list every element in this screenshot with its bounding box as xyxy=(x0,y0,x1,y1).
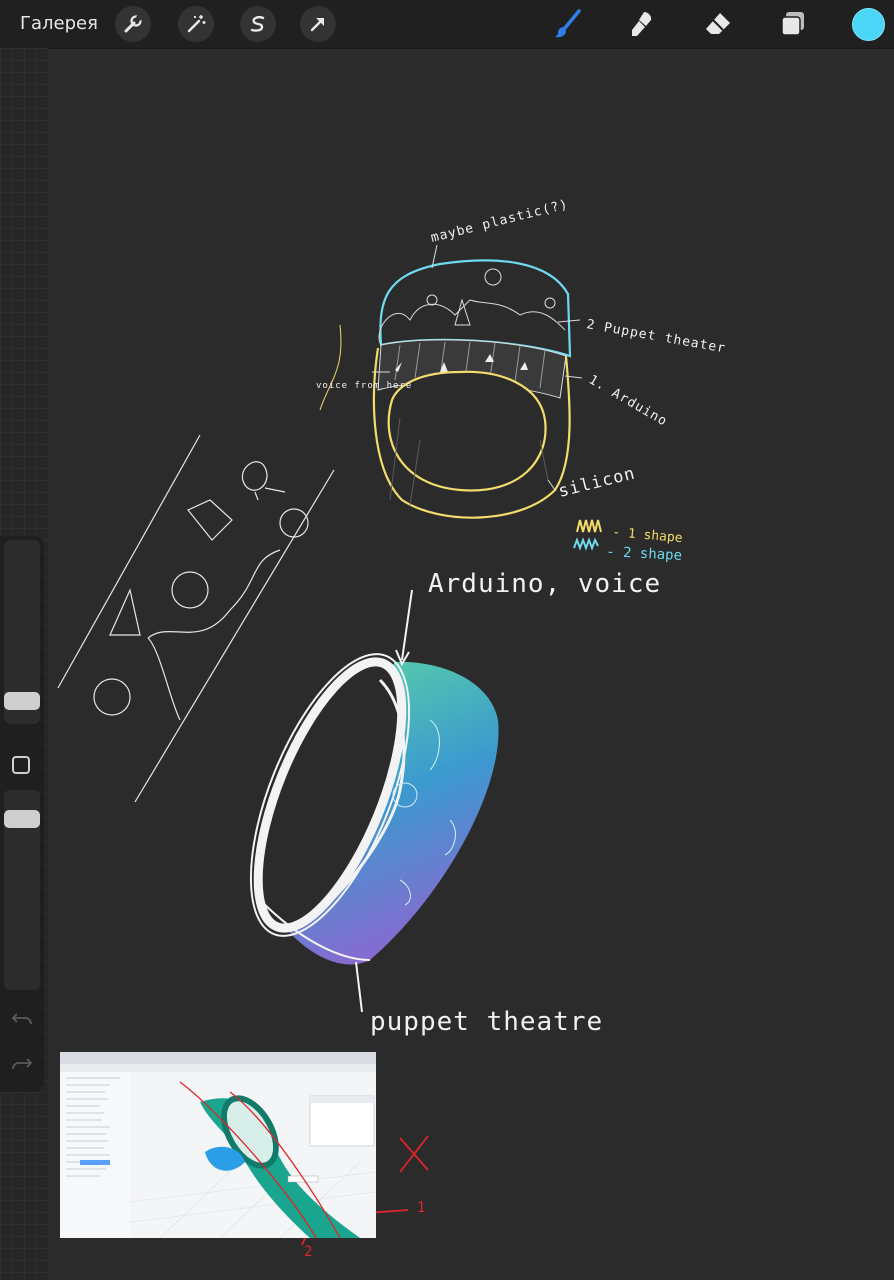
ring-band-unrolled-sketch xyxy=(57,434,335,803)
eraser-tool-button[interactable] xyxy=(701,8,735,40)
transform-arrow-icon xyxy=(310,18,324,32)
pasted-cad-screenshot xyxy=(60,1052,376,1238)
wrench-icon xyxy=(124,14,143,33)
brush-size-knob[interactable] xyxy=(4,692,40,710)
actions-button[interactable] xyxy=(115,6,151,42)
top-toolbar: Галерея xyxy=(0,0,894,49)
gallery-button[interactable]: Галерея xyxy=(20,13,98,34)
label-maybe-plastic: maybe plastic(?) xyxy=(429,197,570,246)
ref-mark-1: 1 xyxy=(417,1200,425,1216)
label-arduino-1: 1. Arduino xyxy=(586,372,670,429)
label-puppet-theater: 2 Puppet theater xyxy=(585,317,727,356)
magic-wand-icon xyxy=(187,15,206,33)
label-silicon: silicon xyxy=(556,463,637,501)
layers-icon xyxy=(781,12,804,36)
transform-button[interactable] xyxy=(300,6,336,42)
ref-mark-2: 2 xyxy=(304,1244,312,1260)
ring-render-sketch xyxy=(249,589,499,1013)
smudge-tool-button[interactable] xyxy=(625,8,659,40)
shape-legend xyxy=(573,519,602,551)
opacity-knob[interactable] xyxy=(4,810,40,828)
cad-reference-image xyxy=(60,1052,376,1238)
label-voice-from-here: voice from here xyxy=(316,381,412,391)
label-puppet-theatre: puppet theatre xyxy=(370,1007,603,1037)
selection-button[interactable] xyxy=(240,6,276,42)
selection-icon xyxy=(250,16,265,32)
color-picker-button[interactable] xyxy=(852,8,885,41)
smudge-icon xyxy=(632,12,652,36)
drawing-canvas[interactable]: maybe plastic(?) 2 Puppet theater voice … xyxy=(48,48,894,1280)
adjustments-button[interactable] xyxy=(178,6,214,42)
undo-icon[interactable] xyxy=(11,1010,33,1030)
label-arduino-voice: Arduino, voice xyxy=(428,569,661,599)
legend-shape-1: - 1 shape xyxy=(612,525,684,546)
eraser-icon xyxy=(706,13,730,34)
legend-shape-2: - 2 shape xyxy=(606,544,683,564)
ring-sketch-top xyxy=(319,244,583,519)
redo-icon[interactable] xyxy=(11,1055,33,1075)
brush-icon xyxy=(555,9,581,38)
brush-tool-button[interactable] xyxy=(551,8,585,40)
layers-button[interactable] xyxy=(776,8,810,40)
modify-button[interactable] xyxy=(12,756,30,774)
